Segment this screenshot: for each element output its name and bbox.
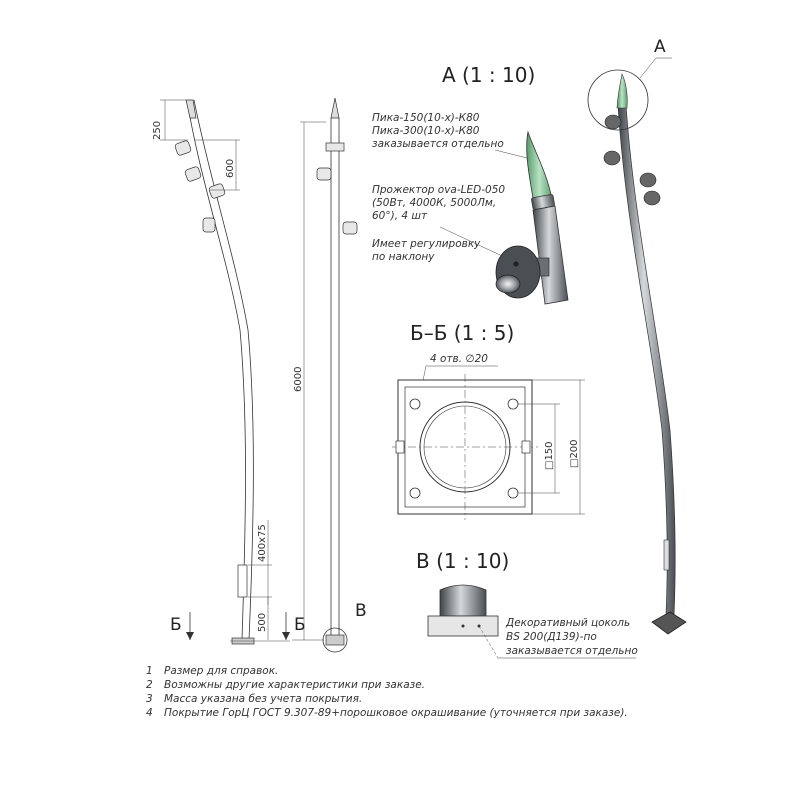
tilt-callout-2: по наклону	[372, 251, 435, 263]
section-mark-left: Б	[170, 615, 182, 635]
pole-outline-right	[193, 99, 254, 641]
callout-a: А	[654, 37, 666, 57]
view-a: А (1 : 10) Пика-150(10-х)-К80 Пика-300(1…	[372, 63, 569, 305]
pole-segment	[532, 205, 569, 305]
note-1-num: 1	[146, 665, 153, 677]
note-3-text: Масса указана без учета покрытия.	[164, 693, 362, 705]
hatch-side	[237, 564, 248, 598]
floodlight-callout-1: Прожектор ova-LED-050	[372, 184, 505, 196]
finial-callout-3: заказывается отдельно	[372, 138, 504, 150]
finial-green	[526, 130, 553, 205]
section-bb-title: Б–Б (1 : 5)	[410, 321, 514, 345]
floodlight-3d-3	[639, 172, 657, 188]
floodlight-side-4	[202, 217, 216, 233]
pole-3d-view: А	[587, 37, 687, 635]
note-2-num: 2	[146, 679, 153, 691]
floodlight-side-2	[184, 166, 202, 182]
pole-front-view: В 6000	[292, 97, 367, 653]
hole-1	[409, 398, 421, 410]
finial-front	[330, 97, 340, 119]
callout-a-circle	[587, 69, 649, 131]
view-v-title: В (1 : 10)	[416, 549, 509, 573]
note-2-text: Возможны другие характеристики при заказ…	[164, 679, 425, 691]
dim-250: 250	[152, 121, 163, 140]
floodlight-side-3	[208, 183, 226, 199]
dim-500: 500	[257, 613, 268, 632]
note-4-num: 4	[146, 707, 153, 719]
dim-200: □200	[569, 439, 580, 468]
dim-600: 600	[225, 159, 236, 178]
floodlight-callout-3: 60°), 4 шт	[372, 210, 428, 222]
view-a-title: А (1 : 10)	[442, 63, 535, 87]
section-bb: Б–Б (1 : 5) 4 отв. ∅20 □150 □200	[392, 321, 585, 520]
pole-outline-left	[186, 99, 246, 641]
tilt-callout-1: Имеет регулировку	[372, 238, 481, 250]
holes-label: 4 отв. ∅20	[430, 353, 488, 365]
base-callout-2: BS 200(Д139)-по	[506, 631, 597, 643]
callout-v: В	[355, 601, 367, 621]
base-3d	[651, 611, 687, 635]
note-3-num: 3	[146, 693, 153, 705]
note-1-text: Размер для справок.	[164, 665, 278, 677]
note-4-text: Покрытие ГорЦ ГОСТ 9.307-89+порошковое о…	[164, 707, 628, 719]
base-callout-1: Декоративный цоколь	[505, 617, 630, 629]
floodlight-3d-2	[603, 150, 621, 166]
floodlight-side-1	[174, 140, 192, 156]
notes: 1 Размер для справок. 2 Возможны другие …	[146, 665, 628, 719]
floodlight-3d-4	[643, 190, 661, 206]
section-mark-right: Б	[294, 615, 306, 635]
dim-hatch: 400х75	[257, 524, 268, 562]
finial-3d	[616, 73, 628, 109]
finial-callout-2: Пика-300(10-х)-К80	[372, 125, 480, 137]
dim-150: □150	[544, 441, 555, 470]
dim-6000: 6000	[293, 367, 304, 392]
floodlight-callout-2: (50Вт, 4000К, 5000Лм,	[372, 197, 496, 209]
floodlight-3d-1	[604, 114, 622, 130]
finial-side	[185, 99, 197, 119]
hole-4	[507, 487, 519, 499]
floodlight-front-1	[316, 167, 332, 181]
view-v: В (1 : 10) Декоративный цоколь BS 200(Д1…	[416, 549, 638, 659]
pole-side-view: 250 600 400х75 500 Б Б	[152, 99, 306, 645]
pole-opening	[419, 401, 511, 493]
hole-2	[507, 398, 519, 410]
base-cap	[439, 584, 487, 617]
hole-3	[409, 487, 421, 499]
finial-callout-1: Пика-150(10-х)-К80	[372, 112, 480, 124]
floodlight-front-2	[342, 221, 358, 235]
floodlight-lens	[495, 274, 521, 294]
base-callout-3: заказывается отдельно	[506, 645, 638, 657]
